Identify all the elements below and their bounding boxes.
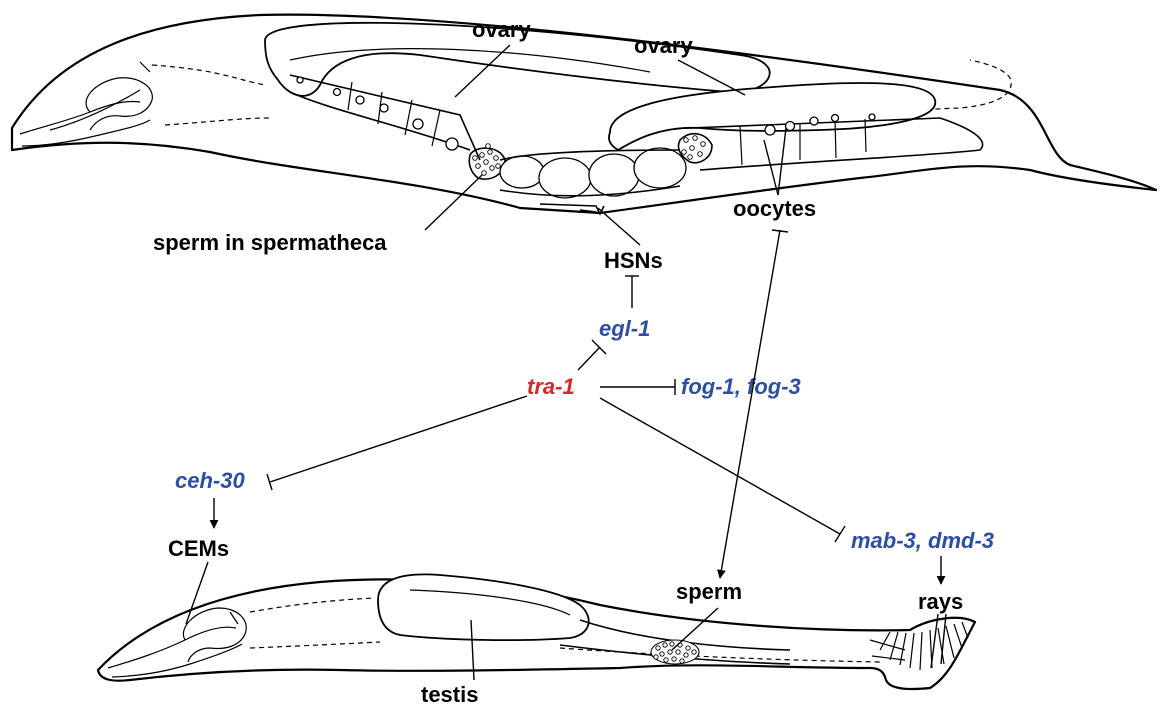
edge-oocytes-sperm-bar [772, 230, 788, 232]
regulatory-network: tra-1 egl-1 fog-1, fog-3 ceh-30 mab-3, d… [175, 230, 994, 584]
gene-mab-3-dmd-3: mab-3, dmd-3 [851, 528, 994, 553]
edge-tra1-egl1 [578, 347, 600, 370]
label-ovary-left: ovary [472, 17, 531, 42]
gene-ceh-30: ceh-30 [175, 468, 245, 493]
label-cems: CEMs [168, 536, 229, 561]
male-worm [98, 574, 975, 689]
edge-tra1-egl1-bar [592, 340, 606, 354]
label-ovary-right: ovary [634, 33, 693, 58]
label-sperm-in-spermatheca: sperm in spermatheca [153, 230, 387, 255]
edge-tra1-mab3-bar [835, 526, 845, 542]
edge-oocytes-sperm [720, 230, 780, 578]
male-sperm-cluster [651, 640, 699, 664]
leader-hsns [598, 208, 640, 245]
label-sperm: sperm [676, 579, 742, 604]
hermaphrodite-worm [12, 15, 1156, 214]
edge-tra1-ceh30 [270, 396, 527, 482]
testis [378, 574, 589, 640]
label-testis: testis [421, 682, 478, 707]
label-oocytes: oocytes [733, 196, 816, 221]
gene-tra-1: tra-1 [527, 374, 575, 399]
edge-tra1-mab3 [600, 398, 840, 534]
gene-fog-1-fog-3: fog-1, fog-3 [681, 374, 801, 399]
label-rays: rays [918, 589, 963, 614]
gene-egl-1: egl-1 [599, 316, 650, 341]
label-hsns: HSNs [604, 248, 663, 273]
